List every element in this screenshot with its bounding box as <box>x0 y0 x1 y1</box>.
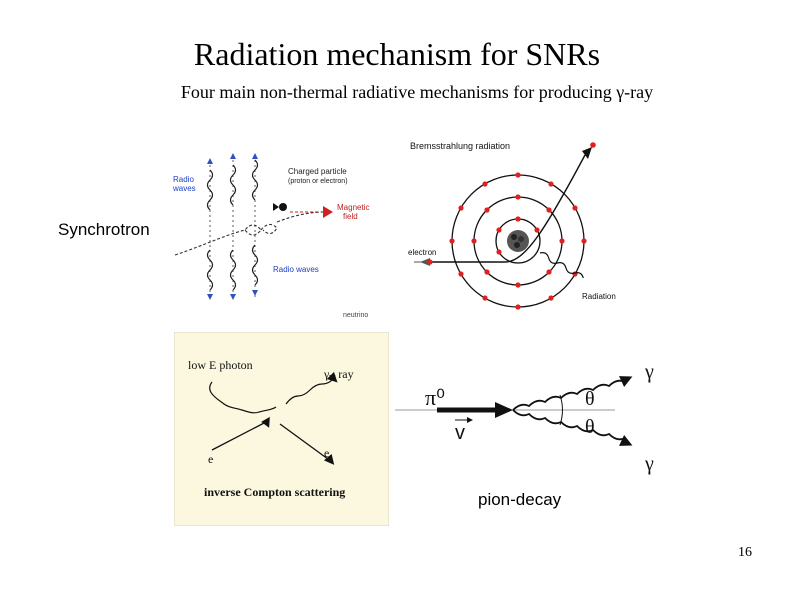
page-number: 16 <box>738 545 752 560</box>
charged-particle-dot <box>279 203 287 211</box>
charged-particle-label-2: (proton or electron) <box>288 178 348 185</box>
angle-arc <box>559 394 563 426</box>
bremsstrahlung-diagram: Bremsstrahlung radiation electron Radiat… <box>408 141 616 310</box>
velocity-label: v <box>455 422 465 444</box>
magnetic-field-label-1: Magnetic <box>337 203 369 212</box>
radio-waves-top <box>206 159 259 211</box>
slide-title: Radiation mechanism for SNRs <box>193 36 601 72</box>
radio-waves-bottom <box>206 244 259 291</box>
radio-waves-bottom-label: Radio waves <box>273 265 319 274</box>
theta-top-label: θ <box>585 388 595 410</box>
electron-path <box>430 154 586 263</box>
nucleus <box>507 230 529 252</box>
low-e-photon-label: low E photon <box>188 358 253 372</box>
synchrotron-cutoff-label: neutrino <box>343 312 368 319</box>
theta-bottom-label: θ <box>585 416 595 438</box>
inverse-compton-diagram: low E photon γ– ray e e inverse Compton … <box>174 332 389 526</box>
electron-label: electron <box>408 248 436 257</box>
ic-electron-right-label: e <box>324 446 329 460</box>
radiation-wave <box>539 252 584 279</box>
orbit-electrons <box>449 142 596 310</box>
slide-subtitle: Four main non-thermal radiative mechanis… <box>180 82 654 102</box>
radio-wave-arrowheads <box>207 153 258 300</box>
gamma-bottom-label: γ <box>644 453 654 475</box>
pion-decay-diagram: π⁰ v γ γ θ θ <box>395 361 654 475</box>
radio-waves-top-label-2: waves <box>172 184 196 193</box>
ic-caption: inverse Compton scattering <box>204 485 345 499</box>
particle-spiral <box>174 211 326 256</box>
magnetic-field-arrow <box>323 206 333 218</box>
ic-background <box>174 332 389 526</box>
upper-gamma <box>512 379 626 411</box>
incoming-photon <box>209 381 277 414</box>
outgoing-gamma <box>285 379 333 405</box>
synchrotron-label: Synchrotron <box>58 220 150 239</box>
charged-particle-label-1: Charged particle <box>288 167 347 176</box>
outgoing-electron <box>279 423 333 463</box>
radio-waves-top-label-1: Radio <box>173 175 194 184</box>
synchrotron-diagram: Radio waves Charged particle (proton or … <box>172 153 369 319</box>
gamma-top-label: γ <box>644 361 654 383</box>
bremsstrahlung-title: Bremsstrahlung radiation <box>410 141 510 151</box>
pi0-label: π⁰ <box>425 385 445 410</box>
incoming-electron <box>211 421 267 451</box>
radiation-label: Radiation <box>582 292 616 301</box>
pion-decay-label: pion-decay <box>478 490 562 509</box>
lower-gamma <box>512 409 626 441</box>
ic-electron-left-label: e <box>208 452 213 466</box>
magnetic-field-label-2: field <box>343 212 358 221</box>
